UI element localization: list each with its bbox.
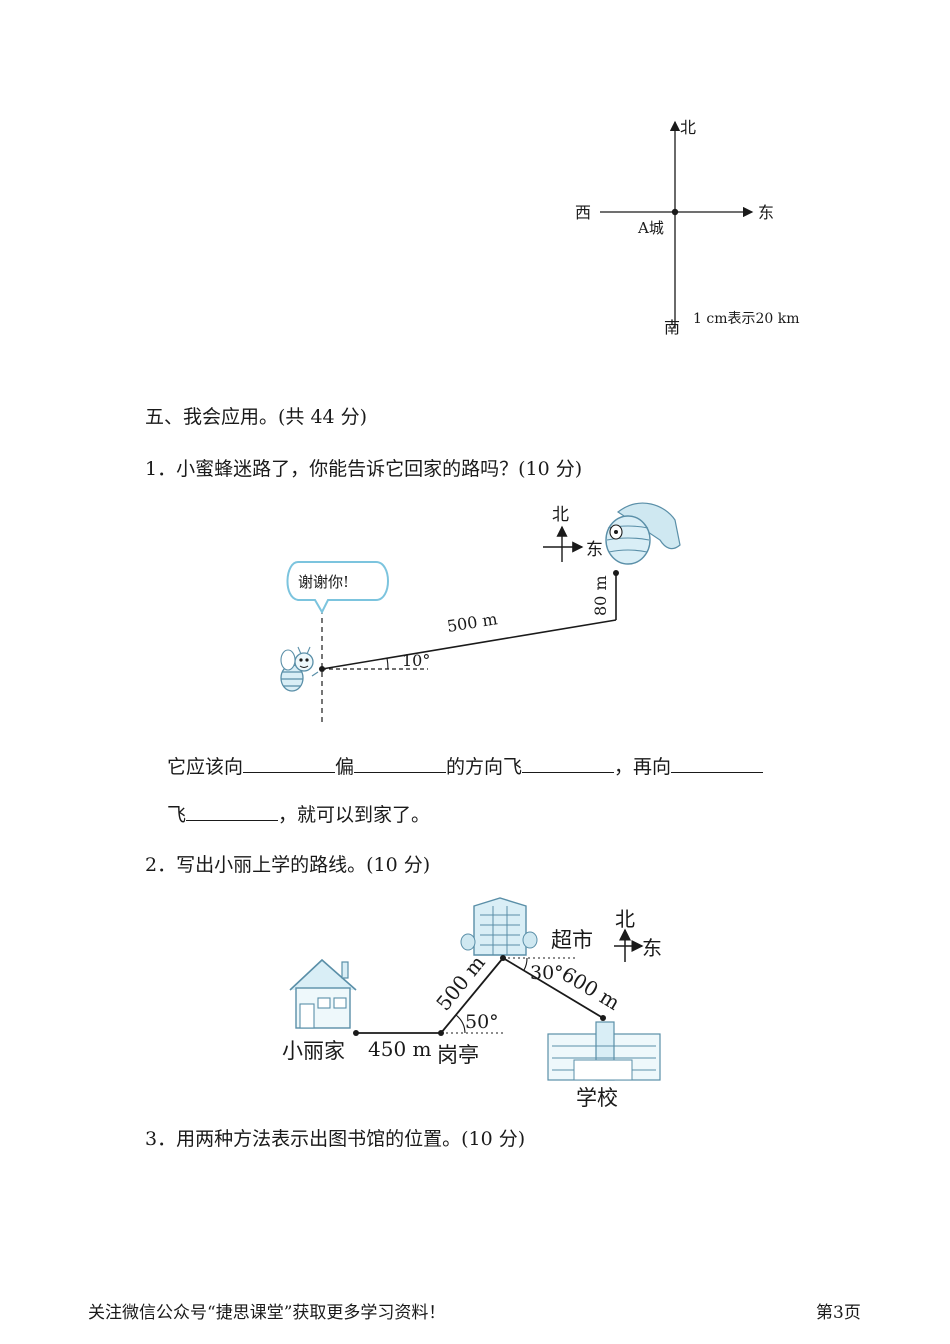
q1-answer-line1: 它应该向 偏 的方向飞 ，再向	[167, 752, 764, 779]
school-illustration	[547, 1021, 661, 1081]
angle-arc-50	[455, 1014, 466, 1034]
q1-compass-north: 北	[552, 505, 569, 525]
angle-10-label: 10°	[402, 651, 430, 670]
angle-30-label: 30°	[530, 962, 564, 984]
answer-text-4: ，再向	[614, 756, 672, 778]
west-label: 西	[575, 203, 591, 222]
q1-answer-line2: 飞 ，就可以到家了。	[167, 800, 430, 827]
angle-arc-30	[523, 957, 528, 971]
answer-blank-offset[interactable]	[354, 754, 447, 773]
route-market-school	[502, 957, 604, 1019]
school-label: 学校	[576, 1086, 618, 1110]
market-building-illustration	[460, 897, 538, 956]
angle-50-label: 50°	[465, 1011, 499, 1033]
answer-blank-direction2[interactable]	[671, 754, 764, 773]
answer-text-1: 它应该向	[167, 756, 244, 778]
scale-label: 1 cm表示20 km	[693, 311, 800, 327]
answer-blank-distance1[interactable]	[522, 754, 615, 773]
bee-illustration	[280, 646, 319, 692]
south-label: 南	[664, 318, 680, 337]
answer-blank-direction[interactable]	[243, 754, 336, 773]
distance-450-label: 450 m	[368, 1037, 432, 1061]
answer-text-3: 的方向飞	[446, 756, 523, 778]
q1-compass-east: 东	[586, 540, 603, 560]
q3-title: 3．用两种方法表示出图书馆的位置。(10 分)	[145, 1128, 526, 1150]
speech-bubble	[286, 561, 389, 615]
house-illustration	[289, 958, 357, 1029]
distance-500-route-label: 500 m	[431, 951, 490, 1015]
answer-text-5: 飞	[167, 804, 187, 826]
q2-title: 2．写出小丽上学的路线。(10 分)	[145, 854, 431, 876]
kiosk-label: 岗亭	[437, 1043, 479, 1067]
angle-arc-10	[386, 657, 389, 670]
route-kiosk-market	[440, 957, 504, 1034]
distance-80-label: 80 m	[591, 575, 610, 616]
footer-promo: 关注微信公众号“捷思课堂”获取更多学习资料！	[88, 1303, 446, 1323]
speech-text: 谢谢你!	[298, 573, 349, 591]
a-city-point	[671, 208, 679, 216]
bee-start-point	[319, 666, 325, 672]
a-city-label: A城	[637, 219, 664, 237]
section-title: 五、我会应用。(共 44 分)	[145, 406, 368, 428]
hive-end-point	[613, 570, 619, 576]
path-500m	[321, 619, 617, 670]
home-point	[353, 1030, 359, 1036]
answer-text-6: ，就可以到家了。	[278, 804, 431, 826]
q1-title: 1．小蜜蜂迷路了，你能告诉它回家的路吗？(10 分)	[145, 458, 583, 480]
q2-compass-north: 北	[615, 907, 635, 931]
answer-blank-distance2[interactable]	[186, 802, 279, 821]
east-label: 东	[758, 203, 774, 222]
footer-page-number: 第3页	[816, 1303, 861, 1323]
north-label: 北	[680, 118, 696, 137]
answer-text-2: 偏	[335, 756, 355, 778]
q2-compass-east: 东	[642, 936, 662, 960]
beehive-illustration	[605, 502, 681, 565]
distance-600-label: 600 m	[557, 962, 624, 1015]
home-label: 小丽家	[282, 1039, 345, 1063]
school-point	[600, 1015, 606, 1021]
market-label: 超市	[551, 928, 593, 952]
